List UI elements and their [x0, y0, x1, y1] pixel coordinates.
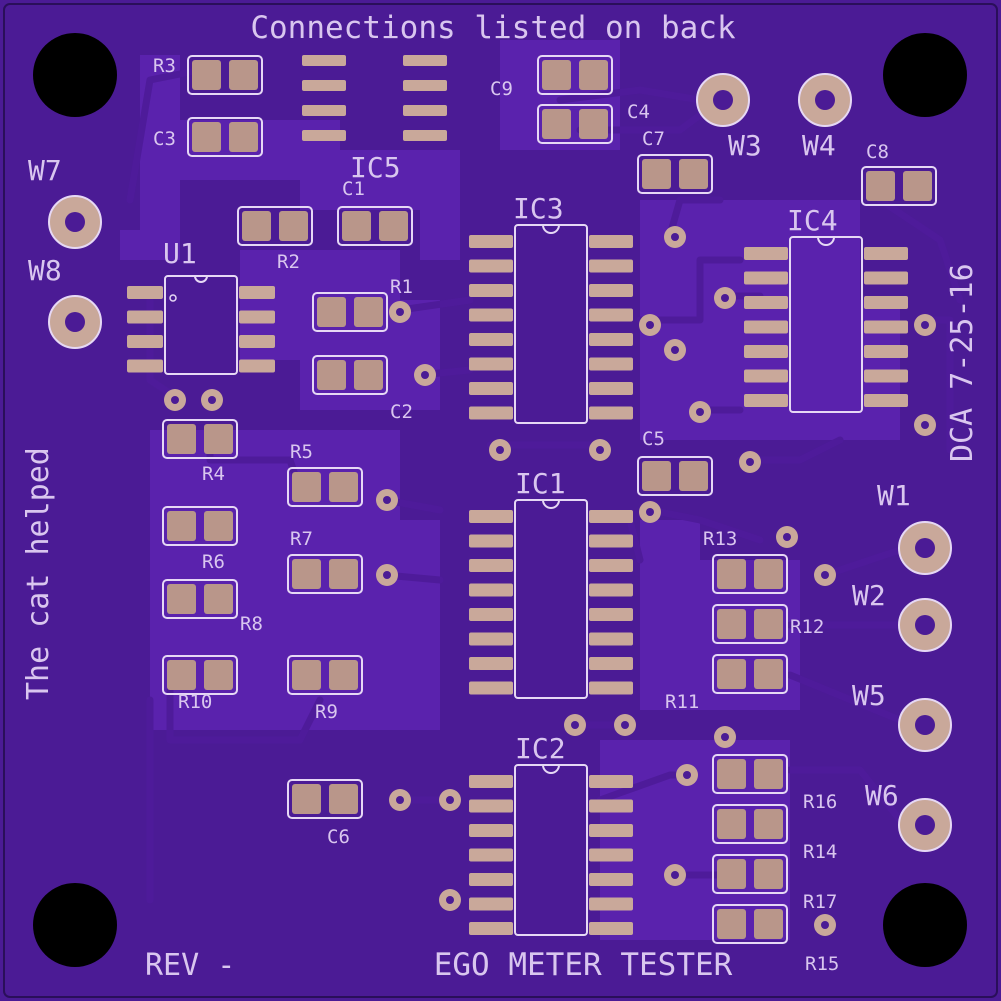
- w2-pad: [898, 598, 952, 652]
- w2-label: W2: [852, 579, 886, 612]
- ic3-label: IC3: [513, 192, 564, 225]
- r4-label: R4: [202, 463, 225, 485]
- c3-label: C3: [153, 128, 176, 150]
- ic5-footprint: [302, 55, 447, 141]
- r16-footprint: [712, 754, 788, 794]
- r11-footprint: [712, 654, 788, 694]
- ic1-label: IC1: [515, 467, 566, 500]
- w1-label: W1: [877, 479, 911, 512]
- w5-pad: [898, 698, 952, 752]
- r14-footprint: [712, 804, 788, 844]
- r7-label: R7: [290, 528, 313, 550]
- r8-footprint: [162, 579, 238, 619]
- w7-pad: [48, 195, 102, 249]
- r17-label: R17: [803, 891, 837, 913]
- r1-footprint: [312, 292, 388, 332]
- ic4-label: IC4: [787, 204, 838, 237]
- r2-label: R2: [277, 251, 300, 273]
- r16-label: R16: [803, 791, 837, 813]
- r3-footprint: [187, 55, 263, 95]
- ic3-footprint: [469, 224, 633, 424]
- c2-footprint: [312, 355, 388, 395]
- r3-label: R3: [153, 55, 176, 77]
- r13-label: R13: [703, 528, 737, 550]
- r1-label: R1: [390, 276, 413, 298]
- r6-footprint: [162, 506, 238, 546]
- ic2-label: IC2: [515, 732, 566, 765]
- r17-footprint: [712, 854, 788, 894]
- rev-text: REV -: [145, 948, 235, 983]
- c5-footprint: [637, 456, 713, 496]
- r14-label: R14: [803, 841, 837, 863]
- ic1-footprint: [469, 499, 633, 699]
- r2-footprint: [237, 206, 313, 246]
- top-text: Connections listed on back: [250, 10, 736, 46]
- r15-footprint: [712, 904, 788, 944]
- c1-footprint: [337, 206, 413, 246]
- chips: [127, 224, 908, 936]
- w4-pad: [798, 73, 852, 127]
- c3-footprint: [187, 117, 263, 157]
- r5-label: R5: [290, 441, 313, 463]
- w8-label: W8: [28, 254, 62, 287]
- r13-footprint: [712, 554, 788, 594]
- r8-label: R8: [240, 613, 263, 635]
- right-text: DCA 7-25-16: [945, 263, 980, 462]
- w1-pad: [898, 521, 952, 575]
- ic4-footprint: [744, 236, 908, 413]
- w3-pad: [696, 73, 750, 127]
- w8-pad: [48, 295, 102, 349]
- c9-footprint: [537, 55, 613, 95]
- mounting-holes: [33, 33, 967, 967]
- r11-label: R11: [665, 691, 699, 713]
- c5-label: C5: [642, 428, 665, 450]
- c7-label: C7: [642, 128, 665, 150]
- c6-label: C6: [327, 826, 350, 848]
- c2-label: C2: [390, 401, 413, 423]
- u1-label: U1: [163, 237, 197, 270]
- c8-label: C8: [866, 141, 889, 163]
- c1-label: C1: [342, 178, 365, 200]
- r4-footprint: [162, 419, 238, 459]
- w6-pad: [898, 798, 952, 852]
- r9-footprint: [287, 655, 363, 695]
- r12-footprint: [712, 604, 788, 644]
- r9-label: R9: [315, 701, 338, 723]
- r7-footprint: [287, 554, 363, 594]
- w5-label: W5: [852, 679, 886, 712]
- left-text: The cat helped: [21, 447, 56, 700]
- r10-footprint: [162, 655, 238, 695]
- r10-label: R10: [178, 691, 212, 713]
- c6-footprint: [287, 779, 363, 819]
- w3-label: W3: [728, 129, 762, 162]
- c9-label: C9: [490, 78, 513, 100]
- smd-parts: [162, 55, 937, 944]
- c4-footprint: [537, 104, 613, 144]
- ic5-label: IC5: [350, 151, 401, 184]
- w4-label: W4: [802, 129, 836, 162]
- c4-label: C4: [627, 101, 650, 123]
- r6-label: R6: [202, 551, 225, 573]
- c7-footprint: [637, 154, 713, 194]
- bottom-text: EGO METER TESTER: [434, 947, 733, 983]
- r5-footprint: [287, 467, 363, 507]
- u1-footprint: [127, 275, 275, 375]
- w6-label: W6: [865, 779, 899, 812]
- r12-label: R12: [790, 616, 824, 638]
- r15-label: R15: [805, 953, 839, 975]
- wire-pads: [48, 73, 952, 852]
- w7-label: W7: [28, 154, 62, 187]
- c8-footprint: [861, 166, 937, 206]
- ic2-footprint: [469, 764, 633, 936]
